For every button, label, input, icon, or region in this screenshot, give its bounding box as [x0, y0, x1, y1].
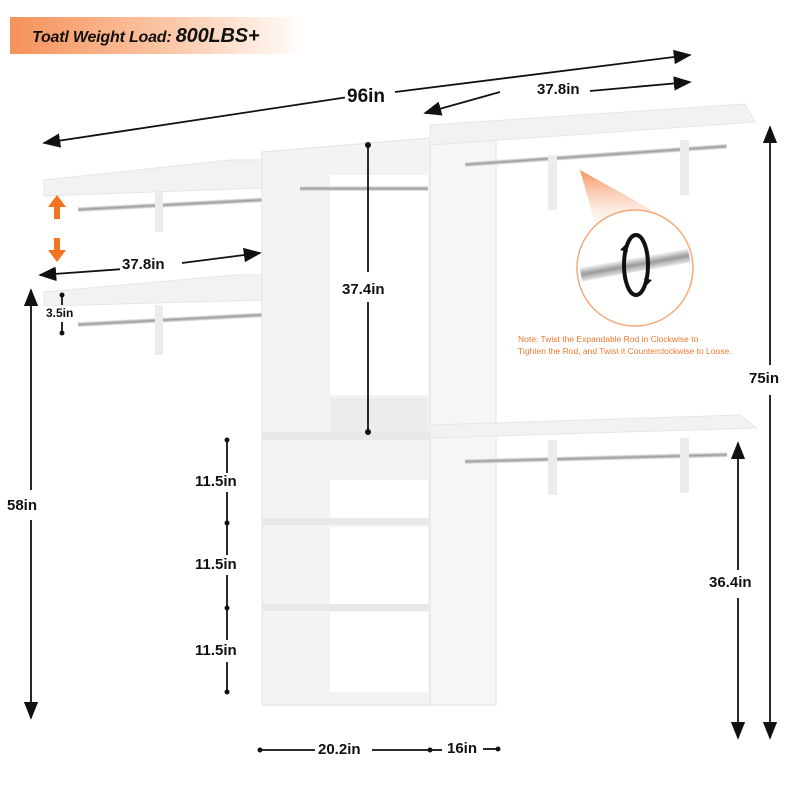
rod-height-label: 36.4in: [707, 574, 754, 591]
cubby-height-1-label: 11.5in: [193, 473, 239, 490]
rod-twist-note: Note: Twist the Expandable Rod in Clockw…: [518, 334, 732, 356]
rod-detail-callout: [576, 170, 694, 327]
left-upper-shelf: [43, 159, 263, 232]
shelf-spacing-label: 3.5in: [44, 306, 76, 320]
center-tower: [261, 137, 497, 706]
total-width-label: 96in: [345, 86, 388, 108]
center-height-label: 37.4in: [340, 281, 387, 298]
tower-width-label: 20.2in: [316, 741, 363, 758]
left-height-label: 58in: [5, 497, 40, 514]
left-shelf-width-label: 37.8in: [120, 256, 167, 273]
right-upper-shelf: [429, 103, 756, 210]
tower-depth-label: 16in: [445, 740, 480, 757]
cubby-height-3-label: 11.5in: [193, 642, 239, 659]
top-right-shelf-width-label: 37.8in: [535, 81, 582, 98]
left-lower-shelf: [43, 274, 263, 355]
weight-load-text: Toatl Weight Load: 800LBS+: [32, 25, 260, 47]
total-height-label: 75in: [747, 370, 782, 387]
weight-load-banner: Toatl Weight Load: 800LBS+: [10, 17, 305, 54]
rotate-rod-icon: [620, 233, 652, 297]
right-lower-shelf: [429, 414, 758, 495]
adjust-height-arrows-icon: [48, 195, 66, 262]
cubby-height-2-label: 11.5in: [193, 556, 239, 573]
